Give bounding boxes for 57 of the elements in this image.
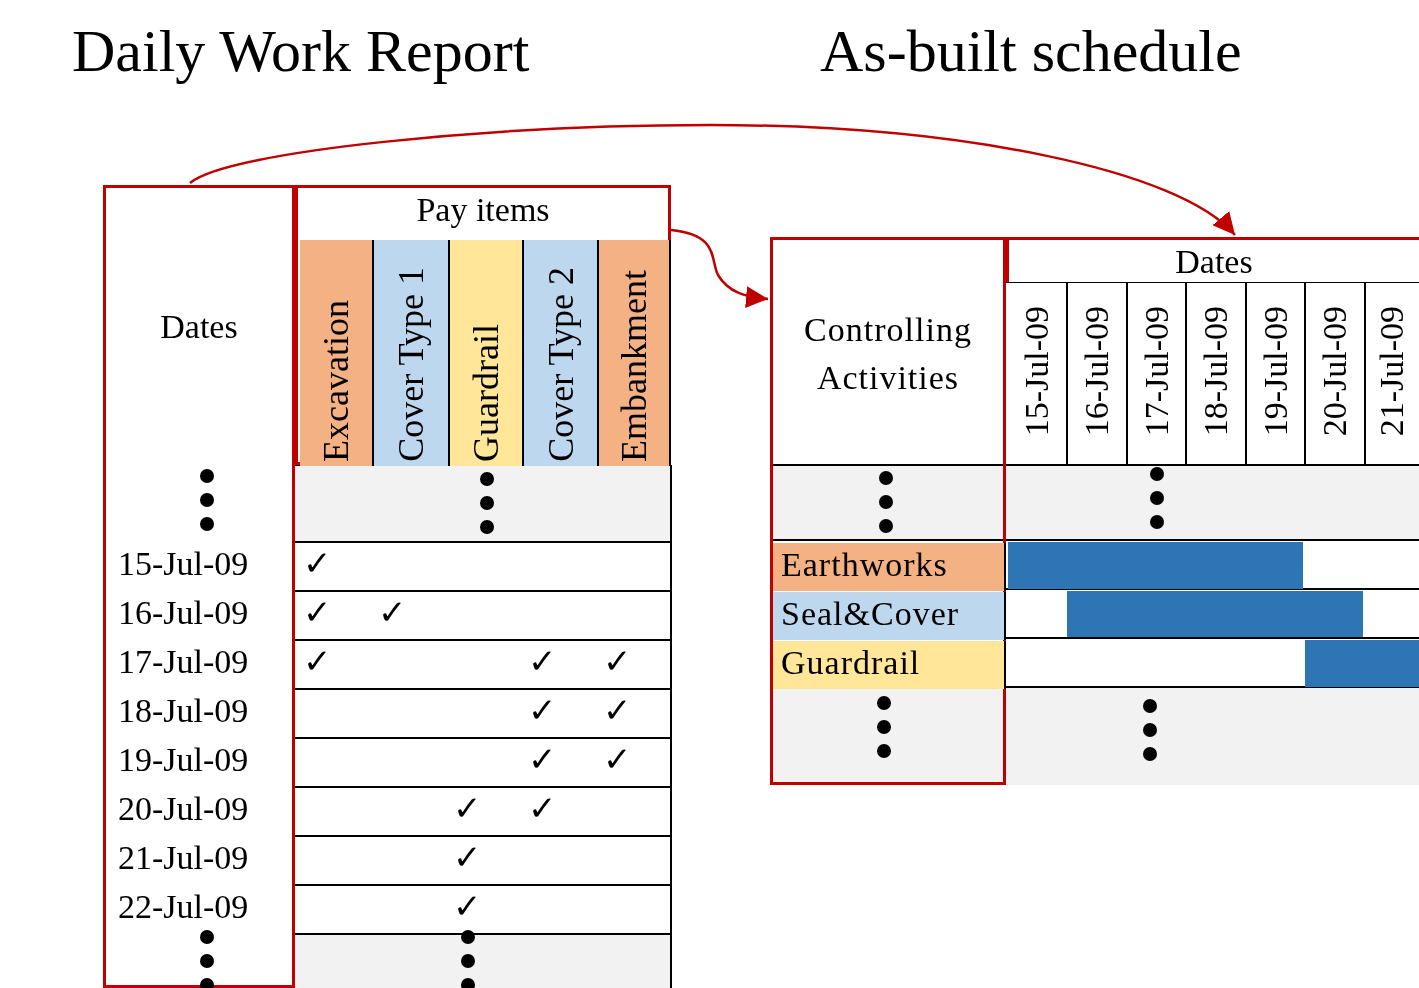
dates-column [103,185,295,988]
check-mark: ✓ [603,741,631,779]
date-label: 20-Jul-09 [118,790,249,828]
node-text: Dates [159,308,239,346]
node-text: Controlling Activities [803,310,973,398]
column-date-label: 19-Jul-09 [1257,306,1295,437]
column-date-label: 16-Jul-09 [1078,306,1116,437]
column-date-label: 17-Jul-09 [1138,306,1176,437]
check-mark: ✓ [603,692,631,730]
check-mark: ✓ [378,594,406,632]
check-mark: ✓ [303,594,331,632]
node-text: Dates [1174,243,1254,281]
node-text: Cover Type 1 [390,267,432,462]
arrow [189,123,1236,236]
activities-column [770,237,1006,785]
pay-items-box [295,185,671,465]
check-mark: ✓ [303,643,331,681]
column-date-label: 15-Jul-09 [1018,306,1056,437]
check-mark: ✓ [528,643,556,681]
date-label: 22-Jul-09 [118,888,249,926]
activity-cell [773,592,1006,640]
date-label: 17-Jul-09 [118,643,249,681]
node-text: Cover Type 2 [539,267,582,462]
node-text: Earthworks [781,546,948,584]
check-mark: ✓ [528,692,556,730]
check-mark: ✓ [453,888,481,926]
pay-item-column [300,240,374,466]
check-mark: ✓ [528,741,556,779]
column-date-label: 21-Jul-09 [1373,306,1411,437]
date-label: 21-Jul-09 [118,839,249,877]
pay-item-column [599,240,671,466]
node-text: Embankment [613,270,655,462]
pay-item-column [524,240,599,466]
activity-cell [773,641,1006,689]
title: Daily Work Report [72,18,530,84]
check-mark: ✓ [528,790,556,828]
node-text: Seal&Cover [781,595,960,633]
date-label: 19-Jul-09 [118,741,249,779]
activity-cell [773,543,1006,591]
date-label: 15-Jul-09 [118,545,249,583]
dates-header [1006,237,1419,282]
check-mark: ✓ [453,790,481,828]
node-text: Excavation [315,300,357,462]
node-text: Pay items [415,191,551,229]
check-mark: ✓ [603,643,631,681]
arrow [670,228,769,308]
pay-item-column [450,240,524,466]
pay-item-column [374,240,450,466]
check-mark: ✓ [303,545,331,583]
date-label: 16-Jul-09 [118,594,249,632]
column-date-label: 20-Jul-09 [1316,306,1354,437]
title: As-built schedule [820,18,1242,84]
date-label: 18-Jul-09 [118,692,249,730]
column-date-label: 18-Jul-09 [1197,306,1235,437]
node-text: Guardrail [465,324,507,462]
node-text: Guardrail [781,644,921,682]
check-mark: ✓ [453,839,481,877]
